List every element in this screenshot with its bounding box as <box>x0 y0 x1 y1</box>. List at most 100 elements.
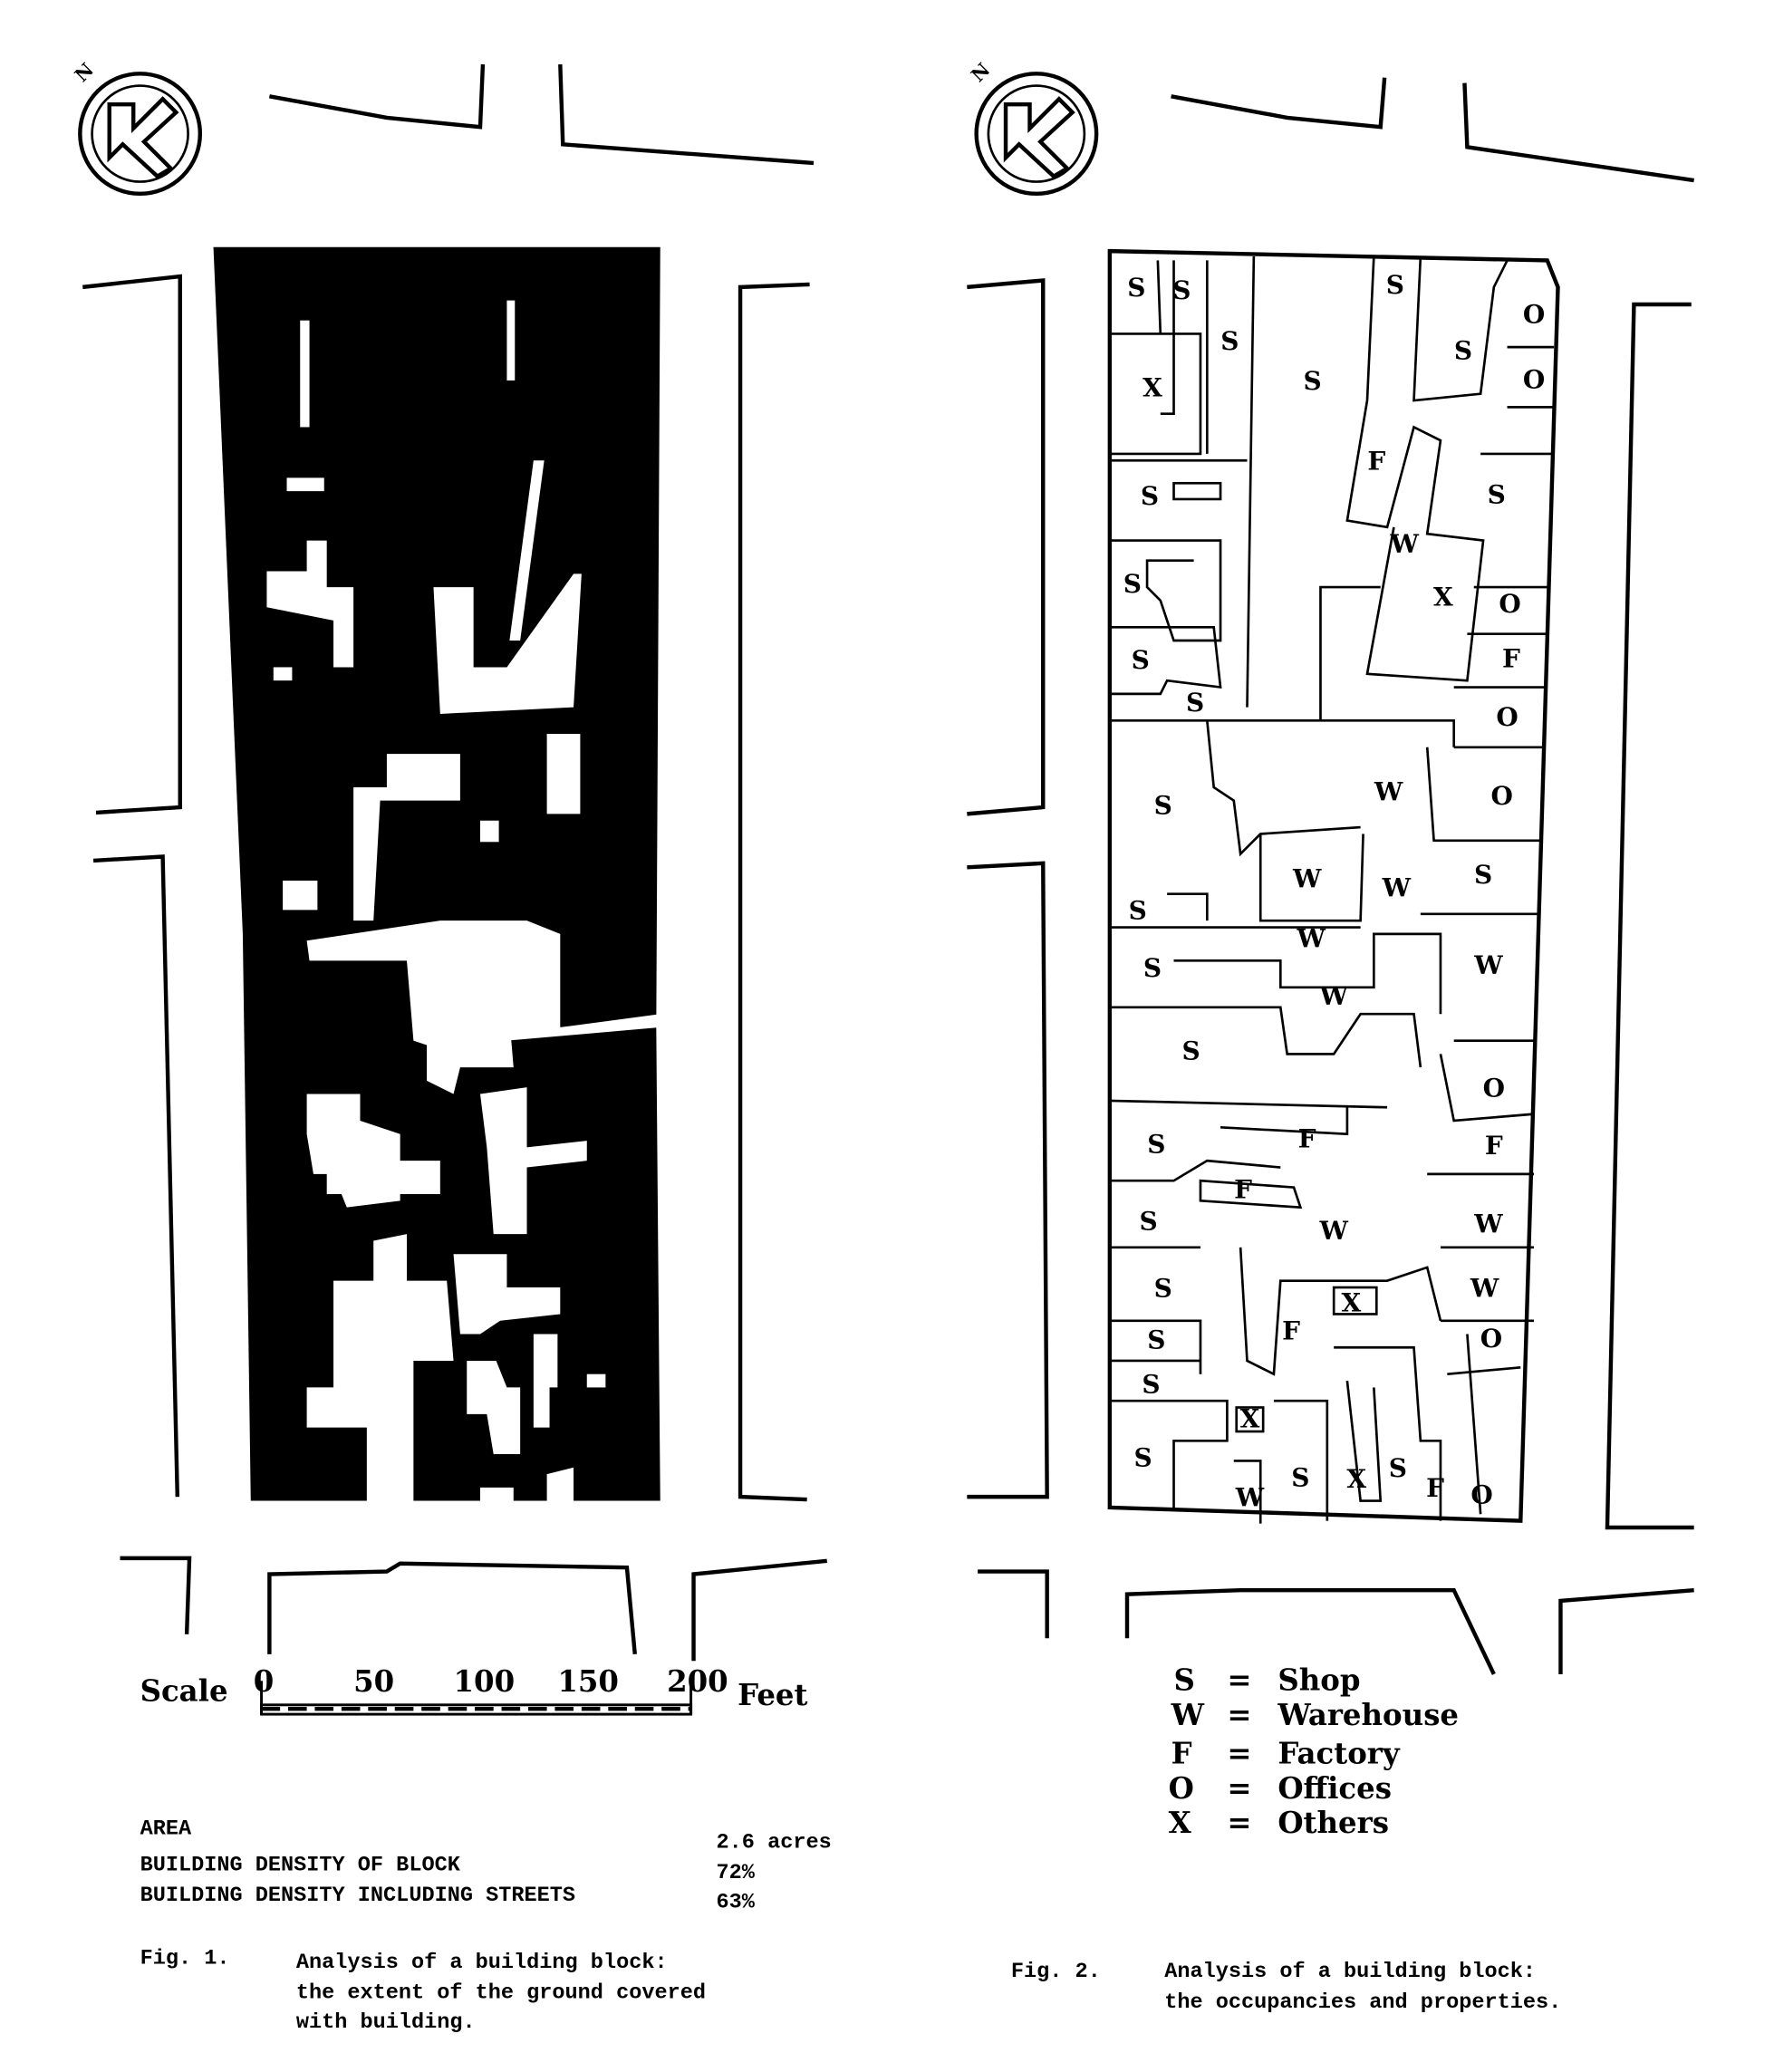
occupancy-label: S <box>1143 953 1162 983</box>
occupancy-label: O <box>1490 781 1512 811</box>
legend-item: W = Warehouse <box>1171 1698 1459 1732</box>
occupancy-label: S <box>1474 860 1492 890</box>
occupancy-label: X <box>1346 1464 1366 1494</box>
stat-value: 63% <box>717 1891 756 1915</box>
occupancy-label: W <box>1318 981 1348 1011</box>
occupancy-label: W <box>1296 924 1326 954</box>
legend-code: S <box>1174 1663 1195 1698</box>
occupancy-label: S <box>1147 1129 1165 1159</box>
occupancy-label: F <box>1426 1473 1444 1503</box>
scale-tick: 0 <box>254 1664 275 1699</box>
scale-tick: 50 <box>353 1664 394 1699</box>
legend-item: F = Factory <box>1171 1737 1401 1771</box>
occupancy-label: S <box>1147 1325 1165 1355</box>
occupancy-label: O <box>1470 1479 1492 1509</box>
occupancy-label: S <box>1134 1442 1152 1472</box>
legend-code: O <box>1169 1771 1194 1806</box>
occupancy-label: S <box>1172 275 1191 305</box>
scale-label: Scale <box>140 1673 228 1708</box>
legend-item: X = Others <box>1169 1806 1389 1840</box>
occupancy-label: F <box>1502 643 1520 673</box>
occupancy-label: S <box>1389 1453 1407 1483</box>
legend-sep: = <box>1227 1806 1251 1840</box>
scale-unit: Feet <box>738 1678 807 1712</box>
caption-line: Analysis of a building block: <box>296 1951 668 1975</box>
occupancy-label: O <box>1499 589 1520 619</box>
occupancy-label: W <box>1318 1216 1348 1246</box>
legend-item: S = Shop <box>1174 1663 1361 1698</box>
occupancy-label: S <box>1304 366 1322 396</box>
building-coverage-map <box>213 246 660 1501</box>
occupancy-label: S <box>1141 481 1159 511</box>
legend-sep: = <box>1227 1698 1251 1732</box>
legend-meaning: Shop <box>1277 1663 1360 1698</box>
occupancy-label: F <box>1234 1174 1252 1204</box>
occupancy-label: O <box>1483 1073 1505 1103</box>
occupancy-label: S <box>1220 326 1239 356</box>
occupancy-label: F <box>1282 1315 1300 1345</box>
streets <box>967 77 1694 1675</box>
scale-tick: 100 <box>454 1664 516 1699</box>
legend-code: W <box>1171 1698 1205 1732</box>
occupancy-label: O <box>1523 365 1545 395</box>
occupancy-label: S <box>1132 645 1150 675</box>
legend: S = Shop W = Warehouse F = Factory O = O… <box>1169 1663 1459 1841</box>
stat-label: BUILDING DENSITY OF BLOCK <box>140 1853 461 1877</box>
occupancy-label: S <box>1129 896 1147 926</box>
legend-item: O = Offices <box>1169 1771 1392 1806</box>
occupancy-label: S <box>1182 1036 1200 1065</box>
caption-number: Fig. 1. <box>140 1946 230 1971</box>
legend-meaning: Offices <box>1277 1771 1392 1806</box>
occupancy-label: S <box>1488 479 1506 509</box>
north-arrow-icon: N <box>967 59 1099 197</box>
occupancy-label: X <box>1341 1288 1361 1318</box>
scale-tick: 200 <box>667 1664 728 1699</box>
stat-value: 72% <box>717 1861 756 1885</box>
occupancy-label: W <box>1473 950 1503 980</box>
occupancy-label: X <box>1142 373 1162 403</box>
occupancy-label: W <box>1374 777 1403 807</box>
legend-code: X <box>1169 1806 1192 1840</box>
north-label: N <box>967 59 994 86</box>
caption-number: Fig. 2. <box>1011 1960 1101 1984</box>
stat-label: BUILDING DENSITY INCLUDING STREETS <box>140 1884 575 1908</box>
occupancy-label: W <box>1473 1209 1503 1239</box>
occupancy-label: S <box>1139 1207 1157 1237</box>
caption-line: Analysis of a building block: <box>1164 1960 1536 1984</box>
occupancy-label: S <box>1123 569 1142 599</box>
occupancy-label: W <box>1235 1482 1265 1512</box>
stat-label: AREA <box>140 1817 192 1842</box>
occupancy-label: S <box>1186 688 1204 718</box>
occupancy-label: O <box>1480 1324 1502 1354</box>
occupancy-label: X <box>1240 1404 1260 1434</box>
occupancy-label: X <box>1433 583 1453 612</box>
caption-line: the occupancies and properties. <box>1164 1990 1561 2015</box>
figure-2-caption: Fig. 2. Analysis of a building block: th… <box>1011 1960 1561 2015</box>
occupancy-label: S <box>1142 1369 1160 1399</box>
legend-meaning: Warehouse <box>1277 1698 1459 1732</box>
north-label: N <box>71 59 98 86</box>
block-statistics: AREA 2.6 acres BUILDING DENSITY OF BLOCK… <box>140 1817 832 1915</box>
occupancy-label: S <box>1291 1462 1309 1492</box>
occupancy-label: W <box>1470 1273 1499 1303</box>
legend-sep: = <box>1227 1737 1251 1771</box>
occupancy-label: W <box>1292 863 1322 893</box>
figure-1-caption: Fig. 1. Analysis of a building block: th… <box>140 1946 706 2035</box>
scale-tick: 150 <box>557 1664 619 1699</box>
occupancy-label: W <box>1389 529 1419 559</box>
occupancy-label: S <box>1386 270 1404 300</box>
occupancy-label: F <box>1485 1131 1503 1161</box>
occupancy-label: F <box>1298 1123 1316 1153</box>
legend-code: F <box>1171 1737 1192 1771</box>
occupancy-label: S <box>1454 335 1472 365</box>
occupancy-label: S <box>1154 790 1172 820</box>
occupancy-label: O <box>1523 300 1545 330</box>
legend-meaning: Others <box>1277 1806 1389 1840</box>
north-arrow-icon: N <box>71 59 203 197</box>
streets <box>82 63 827 1662</box>
occupancy-label: F <box>1367 447 1385 477</box>
scale-bar: Scale 0 50 100 150 200 Feet <box>140 1664 808 1716</box>
occupancy-label: W <box>1382 873 1412 903</box>
